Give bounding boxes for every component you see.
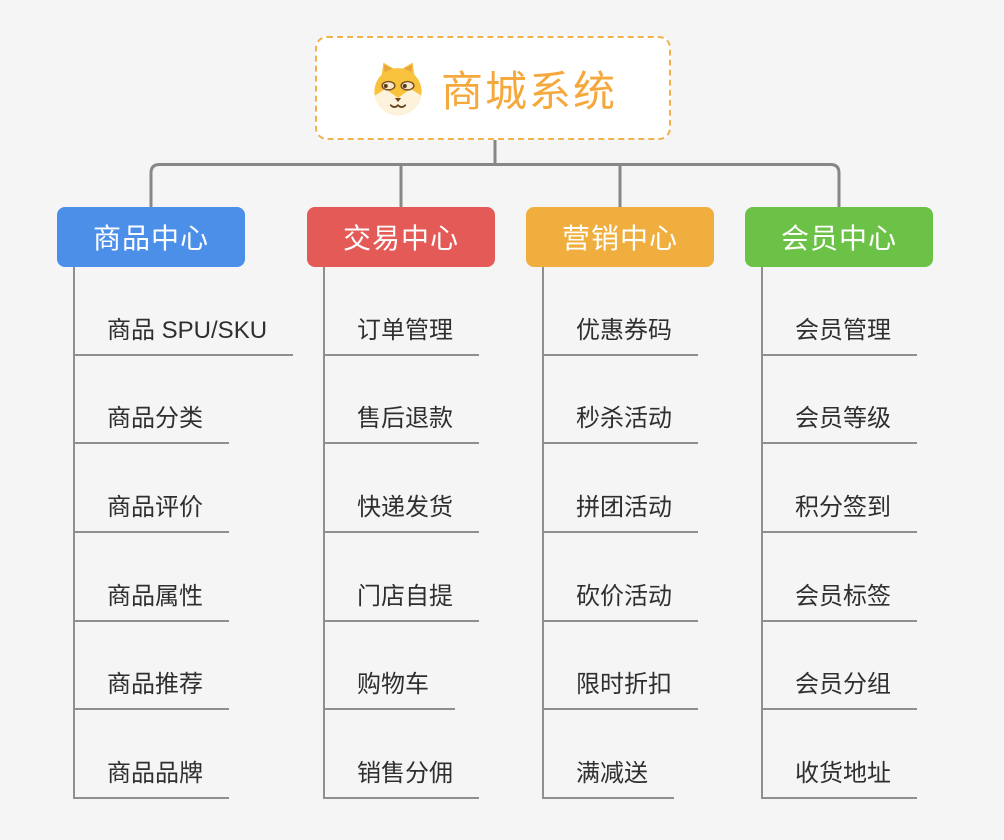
child-topic[interactable]: 会员标签	[763, 576, 917, 622]
child-row: 限时折扣	[544, 622, 792, 711]
child-topic[interactable]: 拼团活动	[544, 487, 698, 534]
child-row: 商品推荐	[75, 622, 323, 711]
branch-header-goods-center[interactable]: 商品中心	[57, 207, 245, 267]
branch-header-label: 会员中心	[780, 223, 897, 254]
child-row: 商品评价	[75, 444, 323, 534]
child-topic[interactable]: 商品评价	[75, 487, 229, 534]
child-topic[interactable]: 购物车	[325, 664, 455, 711]
child-row: 会员等级	[763, 356, 1004, 445]
child-row: 拼团活动	[544, 444, 792, 534]
child-topic[interactable]: 订单管理	[325, 310, 479, 356]
branch-header-label: 商品中心	[92, 223, 209, 254]
child-topic[interactable]: 商品 SPU/SKU	[75, 310, 294, 356]
branch-header-member-center[interactable]: 会员中心	[745, 207, 933, 267]
child-topic[interactable]: 收货地址	[763, 753, 917, 800]
child-topic[interactable]: 售后退款	[325, 398, 479, 445]
child-row: 订单管理	[325, 267, 573, 356]
child-topic[interactable]: 商品分类	[75, 398, 229, 445]
child-topic[interactable]: 商品品牌	[75, 753, 229, 800]
branch-header-trade-center[interactable]: 交易中心	[307, 207, 495, 267]
branch-column-goods: 商品 SPU/SKU 商品分类 商品评价 商品属性 商品推荐 商品品牌	[73, 267, 323, 800]
child-row: 销售分佣	[325, 710, 573, 800]
shiba-dog-icon	[374, 62, 422, 116]
child-row: 商品品牌	[75, 710, 323, 800]
root-node[interactable]: 商城系统	[315, 36, 671, 140]
child-row: 商品分类	[75, 356, 323, 445]
child-row: 会员管理	[763, 267, 1004, 356]
child-topic[interactable]: 限时折扣	[544, 664, 698, 711]
child-topic[interactable]: 会员管理	[763, 310, 917, 356]
branch-header-marketing-center[interactable]: 营销中心	[526, 207, 714, 267]
branch-column-trade: 订单管理 售后退款 快递发货 门店自提 购物车 销售分佣	[323, 267, 573, 800]
child-topic[interactable]: 秒杀活动	[544, 398, 698, 445]
child-row: 积分签到	[763, 444, 1004, 534]
child-row: 会员分组	[763, 622, 1004, 711]
child-topic[interactable]: 销售分佣	[325, 753, 479, 800]
child-topic[interactable]: 会员等级	[763, 398, 917, 445]
child-topic[interactable]: 优惠券码	[544, 310, 698, 356]
child-row: 砍价活动	[544, 533, 792, 622]
child-row: 商品 SPU/SKU	[75, 267, 323, 356]
child-row: 售后退款	[325, 356, 573, 445]
branch-column-member: 会员管理 会员等级 积分签到 会员标签 会员分组 收货地址	[761, 267, 1004, 800]
branch-header-label: 营销中心	[561, 223, 678, 254]
child-topic[interactable]: 门店自提	[325, 576, 479, 622]
child-topic[interactable]: 商品属性	[75, 576, 229, 622]
child-row: 购物车	[325, 622, 573, 711]
child-row: 商品属性	[75, 533, 323, 622]
child-topic[interactable]: 会员分组	[763, 664, 917, 711]
child-row: 门店自提	[325, 533, 573, 622]
child-topic[interactable]: 砍价活动	[544, 576, 698, 622]
child-topic[interactable]: 商品推荐	[75, 664, 229, 711]
child-topic[interactable]: 积分签到	[763, 487, 917, 534]
child-topic[interactable]: 快递发货	[325, 487, 479, 534]
child-row: 会员标签	[763, 533, 1004, 622]
child-row: 秒杀活动	[544, 356, 792, 445]
child-row: 收货地址	[763, 710, 1004, 800]
child-row: 快递发货	[325, 444, 573, 534]
branch-column-marketing: 优惠券码 秒杀活动 拼团活动 砍价活动 限时折扣 满减送	[542, 267, 792, 800]
branch-header-label: 交易中心	[342, 223, 459, 254]
child-row: 优惠券码	[544, 267, 792, 356]
child-row: 满减送	[544, 710, 792, 800]
root-title: 商城系统	[440, 67, 617, 115]
child-topic[interactable]: 满减送	[544, 753, 674, 800]
